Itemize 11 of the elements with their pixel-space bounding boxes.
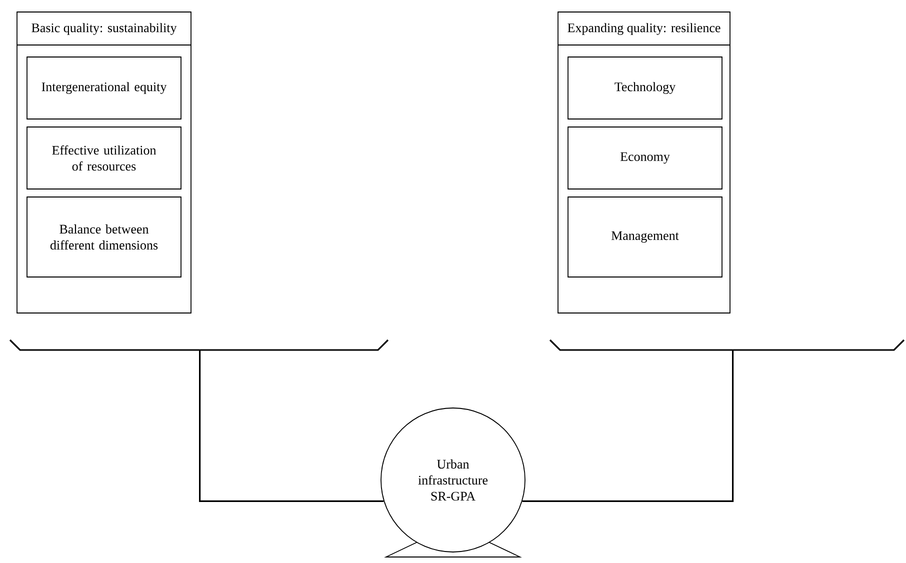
item-box: Balance between different dimensions	[26, 196, 182, 278]
tray-drawing	[549, 339, 905, 351]
item-box: Management	[568, 196, 722, 278]
connector-line	[522, 350, 734, 502]
connector-line	[199, 350, 384, 502]
tray-drawing	[9, 339, 389, 351]
item-box: Economy	[568, 126, 722, 190]
item-box: Intergenerational equity	[26, 56, 182, 120]
item-box: Effective utilization of resources	[26, 126, 182, 190]
item-box: Technology	[568, 56, 722, 120]
node-label: Urban infrastructure SR-GPA	[418, 459, 488, 501]
